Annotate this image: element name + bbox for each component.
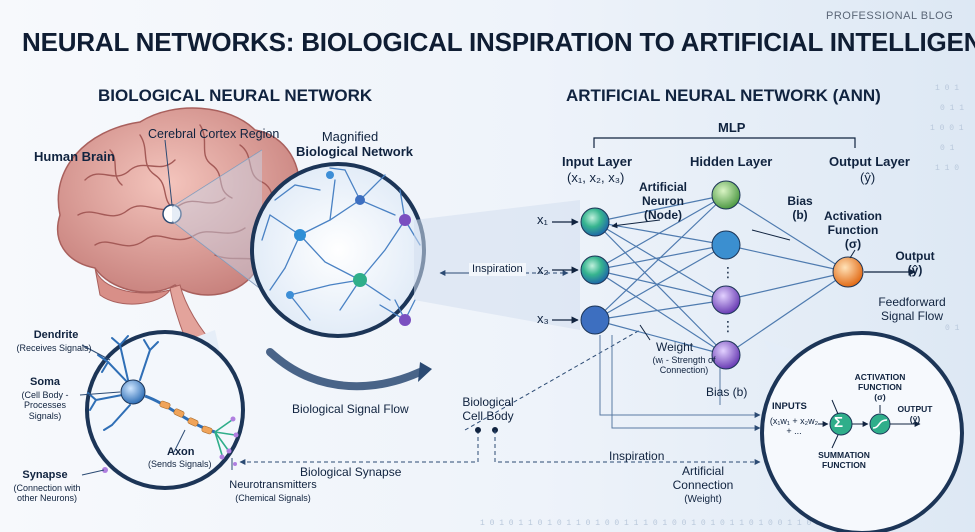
inspiration-bottom-label: Inspiration [609, 449, 665, 463]
svg-text:1 0 1 0 1 1 0 1 0 1 1 0 1 0 0: 1 0 1 0 1 1 0 1 0 1 1 0 1 0 0 1 1 1 0 1 … [480, 519, 821, 528]
input-layer-label: Input Layer [562, 154, 633, 169]
signal-flow-arrow [266, 348, 424, 391]
magnified-network [250, 162, 426, 338]
signal-flow-label: Biological Signal Flow [292, 402, 409, 416]
synapse-sub: (Connection with other Neurons) [13, 483, 81, 504]
magnify-cone [172, 150, 262, 290]
neuron-zoom [85, 330, 245, 490]
svg-text:1 0 0 1: 1 0 0 1 [930, 124, 964, 133]
output-label: Output (ŷ) [895, 249, 935, 277]
axon-label: Axon [167, 446, 195, 458]
output-layer-label: Output Layer [829, 154, 910, 169]
bio-heading: BIOLOGICAL NEURAL NETWORK [98, 86, 373, 105]
cellbody-link [464, 329, 641, 431]
input-arrows [552, 218, 916, 324]
perceptron-inputs-formula: (x₁w₁ + x₂w₂ + ... [769, 416, 819, 437]
input-x1: x₁ [537, 212, 548, 227]
hidden-node-4 [711, 340, 741, 370]
input-node-3 [580, 305, 610, 335]
title-bold: NEURAL NETWORKS: [22, 27, 295, 57]
perceptron-zoom [760, 331, 964, 532]
hidden-dots-2: ⋮ [721, 318, 735, 334]
svg-text:1 1 0: 1 1 0 [935, 164, 959, 173]
output-node [832, 256, 864, 288]
signal-flow-arrowhead [418, 362, 432, 382]
svg-text:0 1 1: 0 1 1 [940, 104, 964, 113]
dendrite-sub: (Receives Signals) [16, 343, 92, 353]
hidden-node-1 [711, 180, 741, 210]
bio-network-label: Biological Network [296, 144, 414, 159]
magnified-label: Magnified [321, 129, 379, 144]
bias-label: Bias (b) [787, 194, 813, 222]
perceptron-output-label: OUTPUT (ŷ) [897, 404, 933, 424]
bias-bottom-label: Bias (b) [706, 385, 748, 399]
cell-body-label: Biological Cell Body [462, 395, 514, 423]
soma-sub: (Cell Body - Processes Signals) [21, 390, 69, 421]
synapse-label: Synapse [22, 469, 68, 481]
input-node-1 [580, 207, 610, 237]
hidden-node-3 [711, 285, 741, 315]
bio-synapse-arrow [239, 430, 479, 465]
binary-decoration: 1 0 1 0 1 1 1 0 0 1 0 1 1 1 0 0 1 1 0 1 0 1 … [480, 84, 964, 528]
title-rest: BIOLOGICAL INSPIRATION TO ARTIFICIAL INT… [294, 27, 975, 57]
blog-tag: PROFESSIONAL BLOG [826, 10, 954, 22]
cortex-pointer [164, 139, 173, 206]
ann-edges [594, 194, 849, 356]
hidden-dots-1: ⋮ [721, 264, 735, 280]
neurotransmitters-label: Neurotransmitters [229, 479, 317, 491]
page-title: NEURAL NETWORKS: BIOLOGICAL INSPIRATION … [22, 27, 975, 58]
input-node-2 [580, 255, 610, 285]
summation-label: SUMMATION FUNCTION [818, 450, 870, 470]
weight-label: Weight [656, 340, 694, 354]
input-vars: (x₁, x₂, x₃) [567, 170, 625, 185]
cortex-label: Cerebral Cortex Region [148, 127, 280, 141]
hidden-layer-label: Hidden Layer [690, 154, 773, 169]
svg-text:1 0 1: 1 0 1 [935, 84, 959, 93]
human-brain-label: Human Brain [34, 149, 115, 164]
svg-text:0 1: 0 1 [945, 324, 960, 333]
input-x2: x₂ [537, 262, 549, 277]
mlp-bracket [593, 137, 856, 148]
feedforward-label: Feedforward Signal Flow [878, 295, 946, 323]
soma-label: Soma [30, 376, 60, 388]
bio-synapse-label: Biological Synapse [300, 465, 402, 479]
weight-sub: (wᵢ - Strength of Connection) [652, 355, 716, 376]
output-var: (ŷ) [860, 170, 876, 185]
artificial-connection-label: Artificial Connection [672, 464, 734, 492]
artificial-connection-sub: (Weight) [684, 494, 722, 505]
axon-sub: (Sends Signals) [148, 459, 212, 469]
artificial-neuron-label: Artificial Neuron (Node) [638, 180, 687, 222]
perceptron-activation-label: ACTIVATION FUNCTION (σ) [854, 372, 906, 402]
brain-illustration [56, 107, 303, 347]
neuron-callouts [79, 344, 233, 476]
svg-text:0 1: 0 1 [940, 144, 955, 153]
inspiration-bottom-arrow [494, 430, 761, 465]
activation-function-label: Activation Function (σ) [823, 209, 882, 251]
hidden-node-2 [711, 230, 741, 260]
dendrite-label: Dendrite [33, 329, 79, 341]
input-x3: x₃ [537, 311, 549, 326]
neurotransmitters-sub: (Chemical Signals) [235, 493, 311, 503]
perceptron-inputs-label: INPUTS [772, 401, 807, 412]
ann-heading: ARTIFICIAL NEURAL NETWORK (ANN) [566, 86, 881, 105]
magnify-lines [171, 149, 263, 291]
mlp-label: MLP [718, 120, 746, 135]
inspiration-top-label: Inspiration [469, 263, 526, 276]
sigma-icon: Σ [834, 414, 844, 431]
